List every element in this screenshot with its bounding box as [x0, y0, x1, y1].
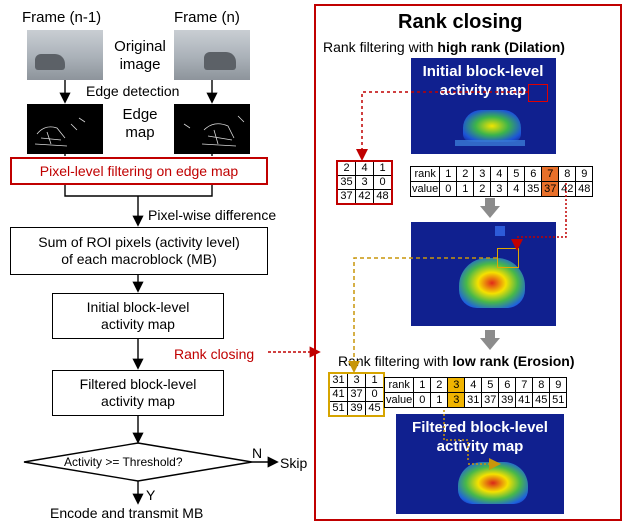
skip-label: Skip [280, 455, 308, 471]
original-image-cur [174, 30, 250, 80]
matrix-cell: 0 [373, 175, 393, 190]
sum-roi-text: Sum of ROI pixels (activity level) of ea… [38, 234, 240, 267]
matrix-cell: 39 [347, 401, 366, 417]
filtered-map-box: Filtered block-level activity map [52, 370, 224, 416]
matrix-cell: 51 [328, 401, 348, 417]
original-image-prev [27, 30, 103, 80]
initial-map-text: Initial block-level activity map [86, 299, 190, 332]
value-header: value [383, 392, 415, 408]
initial-heatmap [411, 58, 556, 154]
decision-label: Activity >= Threshold? [64, 455, 183, 469]
encode-label: Encode and transmit MB [50, 505, 204, 521]
value-header: value [409, 181, 441, 197]
matrix-cell: 45 [365, 401, 385, 417]
value-cell: 1 [430, 392, 449, 408]
erosion-window [497, 248, 519, 268]
value-cell: 51 [549, 392, 568, 408]
matrix-cell: 0 [365, 387, 385, 402]
frame-cur-label: Frame (n) [174, 9, 240, 26]
rank-header: rank [409, 166, 441, 182]
matrix-cell: 41 [328, 387, 348, 402]
value-cell: 31 [464, 392, 483, 408]
sum-roi-box: Sum of ROI pixels (activity level) of ea… [10, 227, 268, 275]
pixel-filter-box: Pixel-level filtering on edge map [10, 157, 268, 185]
down-arrow-1 [480, 206, 500, 218]
rank-cell: 3 [447, 377, 466, 393]
rank-header: rank [383, 377, 415, 393]
erosion-heading: Rank filtering with low rank (Erosion) [338, 353, 575, 369]
edge-map-prev [27, 104, 103, 154]
rank-closing-label: Rank closing [174, 346, 255, 362]
dilation-heading: Rank filtering with high rank (Dilation) [323, 39, 565, 55]
edge-map-cur [174, 104, 250, 154]
edge-map-label: Edge map [122, 106, 158, 141]
rank-closing-panel [314, 4, 622, 521]
edge-detection-label: Edge detection [86, 83, 180, 99]
value-cell: 35 [524, 181, 543, 197]
dilation-window [528, 84, 548, 102]
filtered-map-text: Filtered block-level activity map [79, 376, 197, 409]
value-cell: 41 [515, 392, 534, 408]
value-cell: 1 [456, 181, 475, 197]
initial-map-box: Initial block-level activity map [52, 293, 224, 339]
matrix-cell: 37 [347, 387, 366, 402]
no-label: N [252, 445, 263, 461]
value-cell: 37 [481, 392, 500, 408]
dilated-heatmap [411, 222, 556, 326]
value-cell: 37 [541, 181, 560, 197]
value-cell: 42 [558, 181, 577, 197]
frame-prev-label: Frame (n-1) [22, 9, 102, 26]
yes-label: Y [146, 487, 156, 503]
value-cell: 48 [575, 181, 594, 197]
filtered-map-overlay: Filtered block-level activity map [412, 419, 548, 455]
down-arrow-2 [480, 338, 500, 350]
pixel-diff-label: Pixel-wise difference [148, 207, 277, 223]
value-cell: 2 [473, 181, 492, 197]
matrix-cell: 3 [355, 175, 374, 190]
pixel-filter-text: Pixel-level filtering on edge map [39, 162, 239, 179]
initial-map-overlay: Initial block-level activity map [422, 63, 544, 99]
matrix-cell: 42 [355, 189, 374, 205]
original-image-label: Original image [114, 38, 166, 73]
panel-title: Rank closing [398, 11, 523, 33]
matrix-cell: 48 [373, 189, 393, 205]
value-cell: 3 [447, 392, 466, 408]
